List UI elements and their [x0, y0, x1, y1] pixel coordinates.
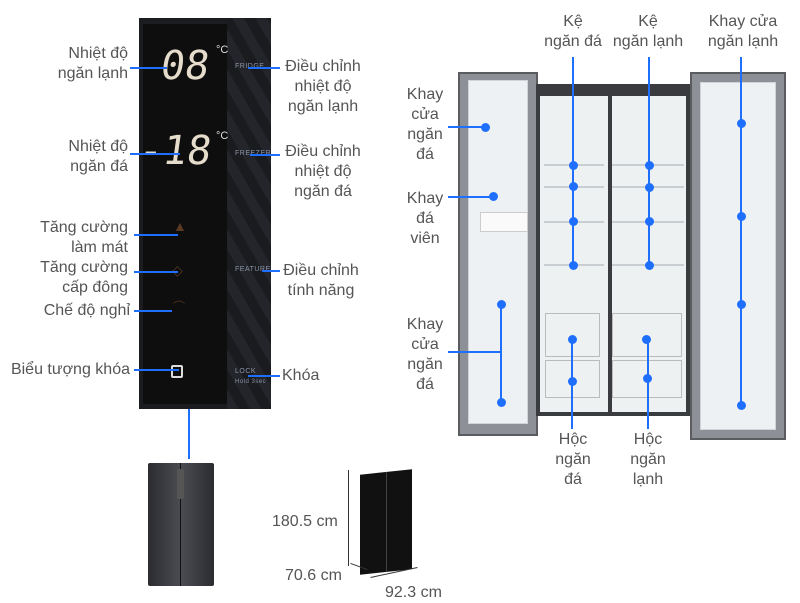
callout-dot: [567, 376, 577, 386]
callout-line: [248, 375, 280, 377]
callout-line: [188, 409, 190, 459]
label-lock: Khóa: [282, 367, 320, 384]
fridge-3d-image: [360, 469, 412, 575]
callout-line: [134, 271, 178, 273]
callout-dot: [641, 334, 651, 344]
callout-dot: [644, 182, 654, 192]
callout-line: [262, 270, 280, 272]
boost-cool-icon[interactable]: ▲: [173, 218, 187, 234]
feature-button[interactable]: FEATURE: [235, 266, 271, 273]
label-sleep: Chế độ nghỉ: [43, 302, 130, 319]
height-dimension: 180.5 cm: [272, 513, 338, 530]
fridge-button[interactable]: FRIDGE: [235, 63, 264, 71]
freezer-button[interactable]: FREEZER: [235, 150, 271, 158]
boost-freeze-icon[interactable]: ◇: [172, 262, 183, 278]
control-panel: 08 °C -18 °C ▲ ◇ ⌒ FRIDGE FREEZER FEATUR…: [135, 18, 271, 409]
callout-line: [130, 67, 167, 69]
callout-dot: [644, 216, 654, 226]
depth-dimension: 70.6 cm: [285, 567, 342, 584]
callout-dot: [644, 260, 654, 270]
callout-dot: [568, 260, 578, 270]
unit-label: °C: [216, 130, 229, 142]
callout-dot: [488, 191, 498, 201]
fridge-front-image: [148, 463, 214, 586]
callout-line: [250, 154, 280, 156]
fridge-door: [690, 72, 786, 440]
lock-hint: Hold 3sec: [235, 379, 267, 385]
callout-dot: [736, 299, 746, 309]
label-lock-icon: Biểu tượng khóa: [10, 361, 130, 378]
callout-dot: [736, 211, 746, 221]
callout-line: [134, 310, 172, 312]
callout-line: [448, 196, 492, 198]
callout-dot: [568, 181, 578, 191]
callout-dot: [568, 216, 578, 226]
freezer-temp-display: -18: [135, 128, 215, 174]
sleep-icon[interactable]: ⌒: [173, 300, 186, 314]
callout-line: [740, 57, 742, 405]
callout-line: [248, 67, 280, 69]
callout-line: [130, 153, 180, 155]
callout-dot: [568, 160, 578, 170]
lock-icon: [171, 365, 183, 378]
height-dimension-line: [348, 470, 349, 566]
unit-label: °C: [216, 44, 229, 56]
callout-line: [134, 369, 179, 371]
callout-dot: [496, 299, 506, 309]
callout-dot: [480, 122, 490, 132]
callout-line: [647, 339, 649, 429]
callout-line: [500, 304, 502, 402]
ice-tray: [480, 212, 528, 232]
callout-dot: [644, 160, 654, 170]
callout-line: [134, 234, 178, 236]
callout-dot: [567, 334, 577, 344]
callout-dot: [496, 397, 506, 407]
callout-dot: [736, 118, 746, 128]
lock-button[interactable]: LOCK: [235, 368, 257, 375]
width-dimension: 92.3 cm: [385, 584, 442, 601]
callout-line: [448, 126, 484, 128]
callout-line: [448, 351, 500, 353]
callout-dot: [736, 400, 746, 410]
fridge-temp-display: 08: [157, 43, 213, 89]
callout-dot: [642, 373, 652, 383]
